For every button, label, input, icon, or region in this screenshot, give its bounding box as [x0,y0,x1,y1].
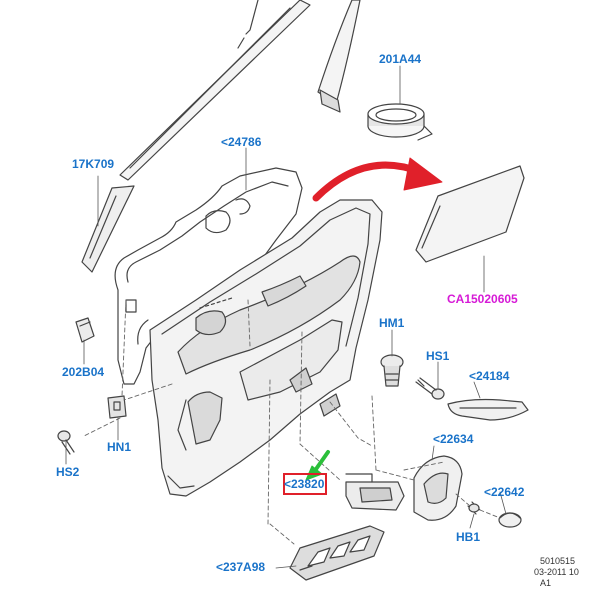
callout-202b04: 202B04 [62,365,105,379]
callout-ca15020605: CA15020605 [447,292,518,306]
assembly-guide-lines [83,299,501,545]
pillar-trim [317,0,361,113]
callout-hb1: HB1 [456,530,481,544]
leader-lines [65,65,507,569]
callout-24786: <24786 [221,135,262,149]
callout-hs2: HS2 [56,465,80,479]
bolt-hb1 [467,501,481,515]
door-trim-panel [149,199,383,497]
pull-handle-24184 [447,398,529,421]
callout-24184: <24184 [469,369,510,383]
callout-237a98: <237A98 [216,560,266,574]
callout-hn1: HN1 [107,440,132,454]
callout-201a44: 201A44 [379,52,422,66]
red-direction-arrow [312,157,443,202]
insulation-sheet [415,165,525,263]
nut-clip-hn1 [107,395,127,419]
switch-housing-23820 [345,473,405,511]
callout-22634: <22634 [433,432,474,446]
drawing-stamp-revision: A1 [540,578,552,588]
highlight-box-23820 [283,473,327,495]
callout-22642: <22642 [484,485,525,499]
screw-hs2 [57,430,75,455]
window-switch-panel [289,525,385,581]
inner-handle-22634 [413,455,463,521]
trim-piece-17k709 [81,185,135,273]
callout-hs1: HS1 [426,349,450,363]
callout-23820: <23820 [284,477,325,491]
drawing-stamp-date: 03-2011 10 [534,567,579,577]
push-pin-hm1 [380,354,404,387]
screw-hs1 [415,377,445,400]
tape-roll [367,103,433,141]
window-channel-strip [119,0,311,181]
cap-22642 [498,512,522,528]
drawing-stamp-number: 5010515 [540,556,576,566]
callout-hm1: HM1 [379,316,405,330]
callout-17k709: 17K709 [72,157,115,171]
clip-202b04 [75,317,95,343]
